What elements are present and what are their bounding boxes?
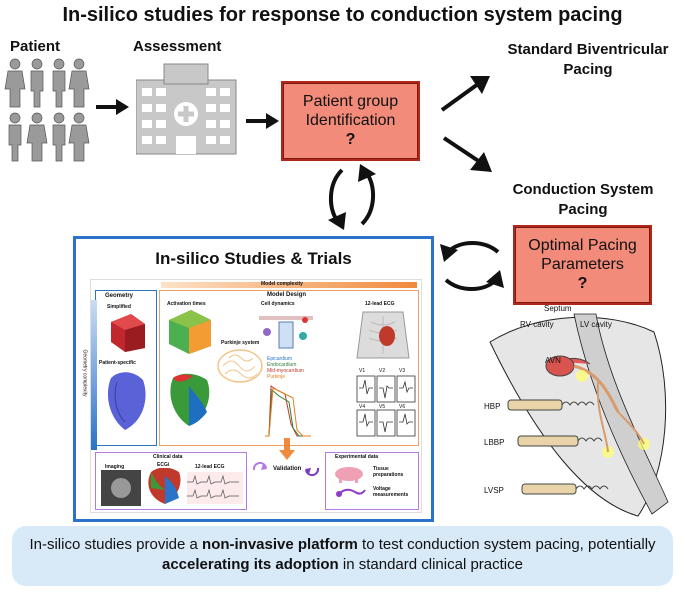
tissue-preparations-label: Tissue preparations	[373, 466, 404, 478]
cell-legend: Epicardium Endocardium Mid-myocardium Pu…	[267, 356, 304, 380]
cycle-arrows-icon	[328, 164, 376, 230]
geometry-label: Geometry	[105, 293, 134, 299]
model-complexity-bar	[161, 282, 417, 288]
simplified-cube-image	[111, 314, 145, 352]
page-title: In-silico studies for response to conduc…	[62, 4, 623, 26]
clinical-data-label: Clinical data	[153, 454, 183, 460]
arrow-down-icon	[279, 438, 295, 460]
imaging-image	[101, 470, 141, 506]
ecgi-heart-image	[148, 468, 181, 504]
arrow-right-icon	[96, 99, 129, 115]
assessment-label: Assessment	[133, 38, 222, 55]
in-silico-figure: Model complexity Geometry Simplified Pat…	[81, 279, 422, 513]
arrow-right-icon	[246, 113, 279, 129]
imaging-label: Imaging	[105, 464, 125, 470]
summary-text: In-silico studies provide a non-invasive…	[18, 535, 667, 575]
lead-v5-label: V5	[379, 404, 386, 410]
patient-label: Patient	[10, 38, 61, 55]
ecg-strip-image	[187, 472, 243, 504]
geometry-complexity-bar	[91, 300, 97, 450]
cell-dynamics-image	[259, 316, 313, 349]
clinical-data-box	[95, 452, 247, 510]
arrow-down-right-icon	[442, 136, 492, 172]
summary-bold2: accelerating its adoption	[162, 556, 339, 573]
cell-legend-epi: Epicardium	[267, 356, 293, 362]
purkinje-label: Purkinje system	[221, 340, 260, 346]
patient-group-line2: Identification	[305, 112, 396, 129]
purple-cycle-right-icon	[305, 467, 320, 477]
ecgi-label: ECGi	[157, 462, 170, 468]
cycle-arrows-icon	[440, 241, 504, 291]
panel-title: In-silico Studies & Trials	[155, 249, 352, 268]
standard-pacing-label: Standard Biventricular Pacing	[507, 41, 669, 78]
cell-legend-endo: Endocardium	[267, 362, 297, 368]
optimal-question: ?	[577, 275, 588, 292]
lv-cavity-label: LV cavity	[580, 320, 612, 329]
ecg12-bottom-label: 12-lead ECG	[195, 464, 225, 470]
summary-part3: in standard clinical practice	[338, 556, 523, 573]
cell-legend-purk: Purkinje	[267, 374, 286, 380]
patients-icon	[4, 58, 90, 162]
voltage-measurements-label: Voltage measurements	[373, 486, 409, 498]
lead-v4-label: V4	[359, 404, 366, 410]
patient-specific-heart-image	[107, 372, 146, 430]
lead-v6-label: V6	[399, 404, 406, 410]
simplified-label: Simplified	[107, 304, 131, 310]
septum-label: Septum	[544, 304, 572, 313]
lbbp-label: LBBP	[484, 438, 505, 447]
hbp-label: HBP	[484, 402, 501, 411]
purple-cycle-left-icon	[252, 461, 267, 471]
experimental-data-label: Experimental data	[335, 454, 379, 460]
avn-label: AVN	[545, 356, 561, 365]
model-complexity-label: Model complexity	[261, 281, 303, 287]
validation-label: Validation	[273, 466, 302, 472]
summary-part2: to test conduction system pacing, potent…	[357, 536, 656, 553]
arrow-up-right-icon	[440, 76, 490, 112]
ecg-leads-image	[356, 375, 416, 437]
lvsp-label: LVSP	[484, 486, 504, 495]
lead-v1-label: V1	[359, 368, 366, 374]
patient-group-question: ?	[345, 131, 356, 148]
purkinje-image	[217, 349, 263, 383]
septum-pacing-diagram	[489, 313, 669, 517]
action-potential-plot	[265, 385, 311, 437]
optimal-pacing-box: Optimal Pacing Parameters ?	[513, 225, 652, 305]
ecg12-label: 12-lead ECG	[365, 301, 395, 307]
activation-heart-image	[170, 373, 210, 426]
optimal-line2: Parameters	[541, 256, 624, 273]
pig-and-mouse-icon	[335, 467, 366, 497]
in-silico-panel: In-silico Studies & Trials Model complex…	[73, 236, 434, 522]
lead-v2-label: V2	[379, 368, 386, 374]
hospital-icon	[136, 63, 237, 155]
optimal-line1: Optimal Pacing	[528, 237, 637, 254]
summary-banner: In-silico studies provide a non-invasive…	[12, 526, 673, 586]
summary-bold1: non-invasive platform	[202, 536, 358, 553]
csp-label: Conduction System Pacing	[512, 181, 654, 218]
activation-cube-image	[169, 310, 211, 354]
activation-times-label: Activation times	[167, 301, 206, 307]
lead-v3-label: V3	[399, 368, 406, 374]
patient-specific-label: Patient-specific	[99, 360, 136, 366]
model-design-label: Model Design	[267, 292, 307, 298]
experimental-data-box	[325, 452, 419, 510]
summary-part1: In-silico studies provide a	[29, 536, 203, 553]
patient-group-box: Patient group Identification ?	[281, 81, 420, 161]
torso-image	[356, 311, 410, 359]
rv-cavity-label: RV cavity	[520, 320, 554, 329]
cell-dynamics-label: Cell dynamics	[261, 301, 295, 307]
geometry-complexity-label: Geometry complexity	[81, 349, 88, 397]
patient-group-line1: Patient group	[302, 93, 399, 110]
cell-legend-mid: Mid-myocardium	[267, 368, 304, 374]
